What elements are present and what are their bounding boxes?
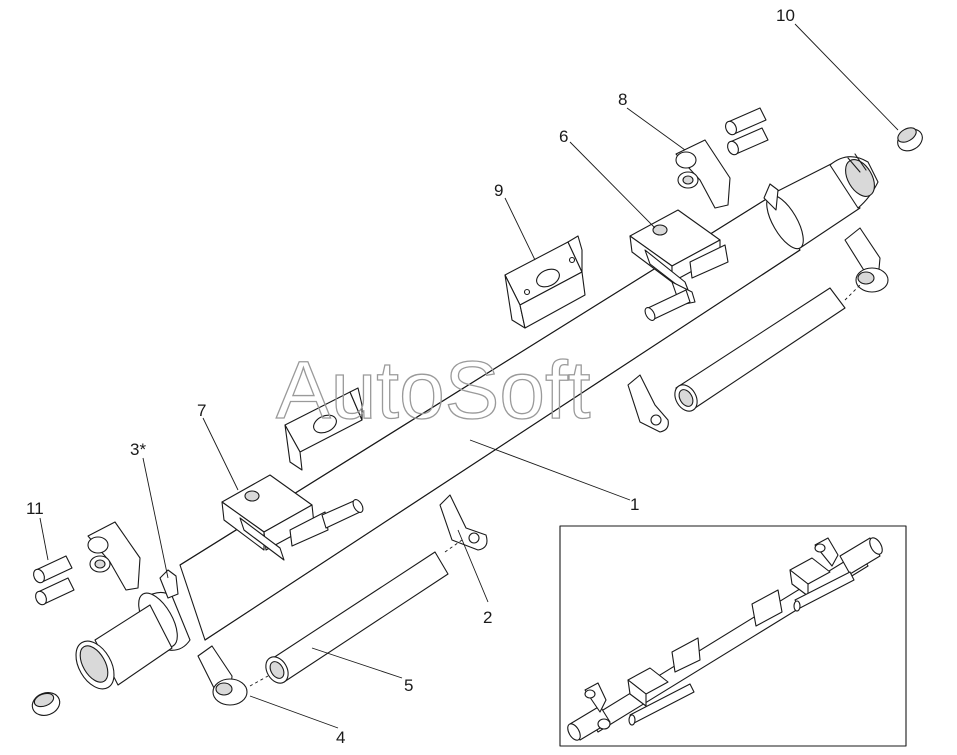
clamp-block-7 — [221, 474, 364, 561]
cap-10 — [897, 127, 923, 152]
plate-bracket-9 — [504, 235, 586, 329]
tube-5 — [265, 551, 449, 684]
tube-rear — [674, 287, 846, 412]
callout-7: 7 — [197, 401, 206, 420]
yoke-front — [87, 521, 141, 591]
cap-front — [31, 692, 61, 716]
callout-9: 9 — [494, 181, 503, 200]
callout-4: 4 — [336, 728, 345, 747]
watermark: AutoSoft — [276, 345, 591, 436]
clamp-block-6 — [629, 209, 729, 321]
callout-1: 1 — [630, 495, 639, 514]
callout-10: 10 — [776, 6, 795, 25]
callout-8: 8 — [618, 90, 627, 109]
pins-rear — [725, 107, 769, 156]
pins-front — [33, 555, 75, 606]
callout-labels: 1 2 3* 4 5 6 7 8 9 10 11 — [26, 6, 795, 747]
lever-4 — [197, 645, 248, 706]
callout-6: 6 — [559, 127, 568, 146]
callout-2: 2 — [483, 608, 492, 627]
assembled-view-inset — [559, 525, 907, 747]
lever-rear — [844, 227, 889, 293]
plate-bracket-front — [284, 387, 363, 471]
callout-5: 5 — [404, 676, 413, 695]
assembly-line-lever — [249, 675, 269, 687]
callout-3: 3* — [130, 440, 146, 459]
callout-11: 11 — [26, 499, 44, 518]
yoke-8 — [675, 139, 731, 209]
main-shaft — [75, 153, 879, 690]
plate-2 — [439, 494, 488, 551]
leader-lines — [39, 23, 899, 729]
plate-rear — [627, 374, 669, 433]
assembly-line-rear — [844, 284, 861, 301]
